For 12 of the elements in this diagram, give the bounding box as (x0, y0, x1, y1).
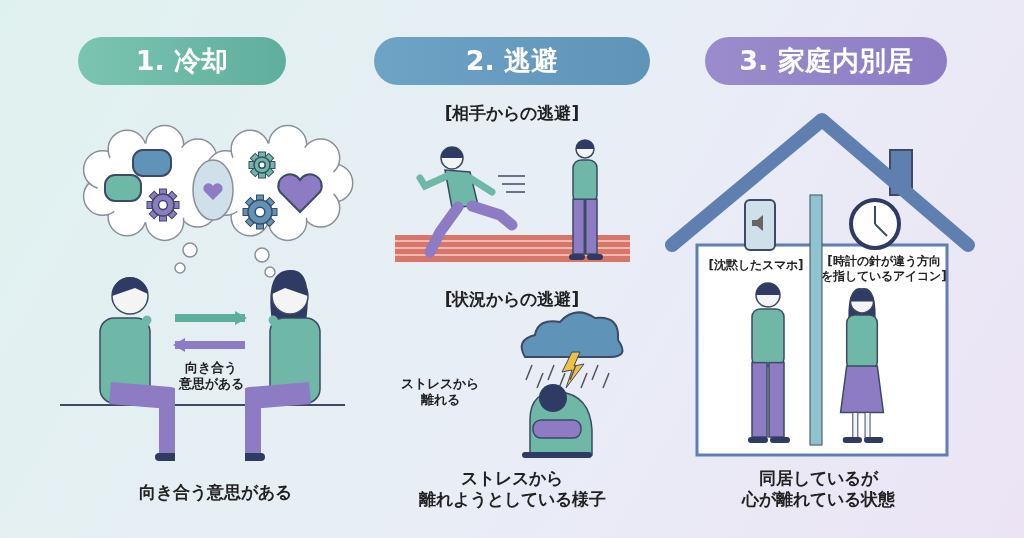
section-subtitle: [相手からの逃避] (443, 103, 581, 125)
section-subtitle: [状況からの逃避] (443, 289, 581, 311)
heading-band: 3. 家庭内別居 (705, 37, 947, 85)
icon-caption: [時計の針が違う方向を指しているアイコン] (820, 254, 948, 284)
annotation-text: 向き合う意思がある (177, 360, 245, 393)
heading-band: 1. 冷却 (78, 37, 286, 85)
heading-band: 2. 逃避 (374, 37, 650, 85)
annotation-text: ストレスから離れる (400, 376, 480, 409)
caption-text: 向き合う意思がある (137, 482, 293, 504)
icon-caption: [沈黙したスマホ] (707, 258, 805, 273)
caption-text: 同居しているが心が離れている状態 (740, 468, 896, 511)
caption-text: ストレスから離れようとしている様子 (417, 468, 607, 511)
